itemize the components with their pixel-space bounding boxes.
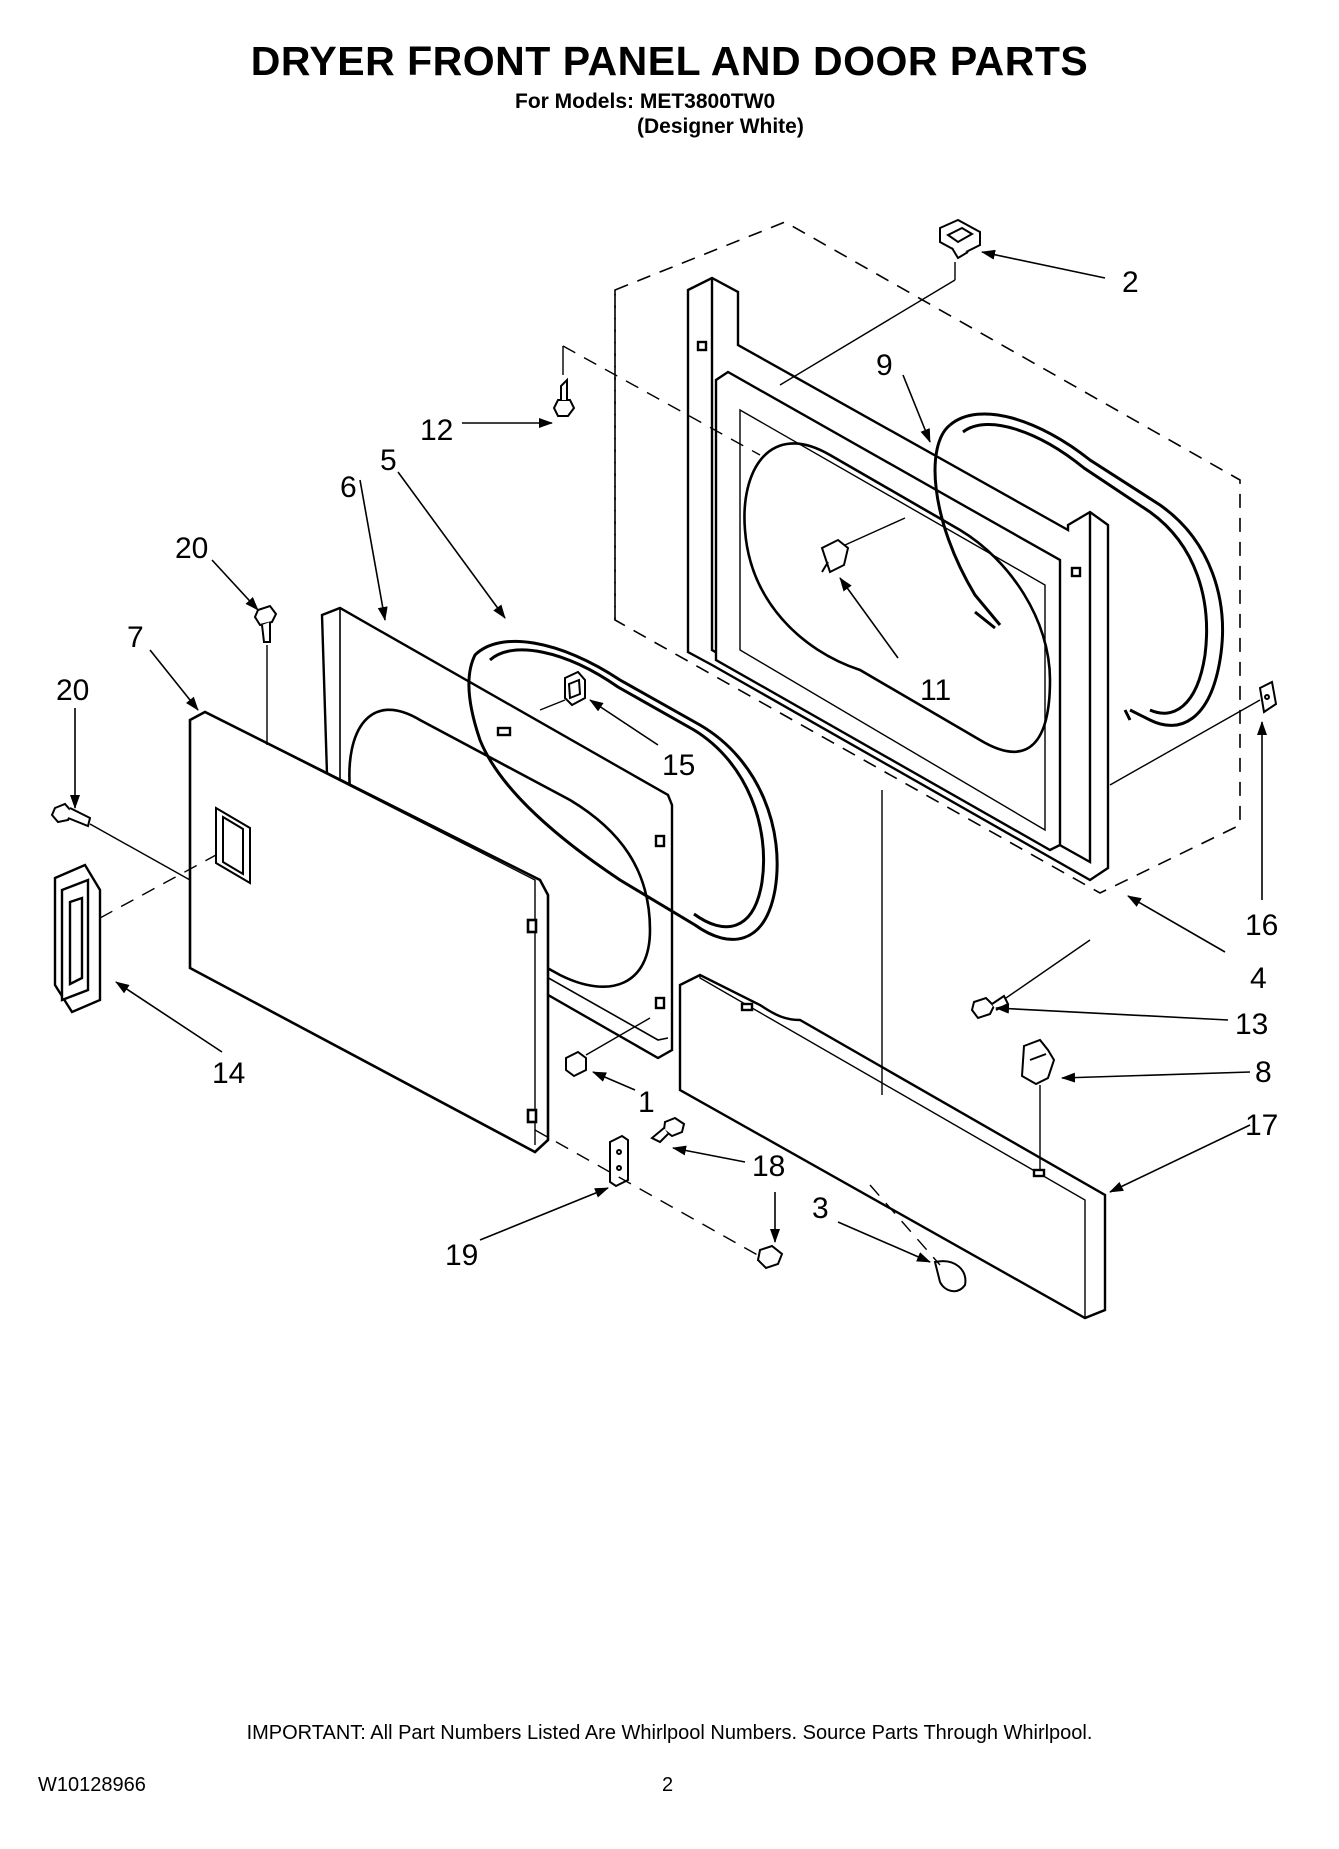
callout-7: 7 [127,621,144,654]
screw-20-left [50,802,92,828]
clip-16-line [1109,699,1261,786]
screw-20-left-line [89,823,191,881]
callout-labels: 2 9 12 5 6 20 7 20 11 15 16 4 13 8 17 1 … [56,266,1278,1272]
cabinet-outline [614,221,1241,894]
door-hinge [609,1134,629,1188]
toe-panel [678,973,1107,1320]
callout-9: 9 [876,349,893,382]
front-panel-frame [686,276,1110,882]
screw-13 [970,994,1010,1020]
door-stop [565,1050,587,1078]
outer-door [188,710,550,1154]
callout-4: 4 [1250,962,1267,995]
page-number: 2 [662,1774,674,1796]
document-number: W10128966 [38,1774,146,1796]
rear-gasket [933,412,1224,727]
callout-15: 14 [212,1057,245,1090]
callout-17: 17 [1245,1109,1278,1142]
callout-8: 8 [1255,1056,1272,1089]
door-handle [53,863,102,1014]
callout-11: 11 [920,674,951,707]
door-stop-line [585,1017,651,1056]
callout-18: 18 [752,1150,785,1183]
harness-line [869,1184,941,1266]
door-strike [820,538,850,574]
screw-20-top [253,604,278,643]
screw-18 [650,1116,686,1144]
screw-12-line-2 [562,345,761,456]
callout-16: 16 [1245,909,1278,942]
leader-arrows [70,249,1267,1263]
callout-19: 19 [445,1239,478,1272]
door-gasket [467,639,779,941]
callout-20-left: 20 [56,674,89,707]
callout-14: 15 [662,749,695,782]
callout-5: 5 [380,444,397,477]
callout-1: 1 [638,1086,655,1119]
important-note: IMPORTANT: All Part Numbers Listed Are W… [246,1722,1093,1744]
screw-12 [552,377,576,417]
callout-13: 13 [1235,1008,1268,1041]
latch-line [539,699,566,711]
page-title: DRYER FRONT PANEL AND DOOR PARTS [250,38,1089,84]
wire-harness [933,1260,967,1293]
callout-3: 3 [812,1192,829,1225]
screw-18b [756,1244,784,1270]
callout-2: 2 [1122,266,1139,299]
switch-connector-line-2 [779,279,956,386]
hinge-line [534,1129,771,1263]
handle-recess [215,806,251,885]
callout-20-top: 20 [175,532,208,565]
door-switch [939,218,981,260]
color-line: (Designer White) [637,115,804,138]
callout-6: 6 [340,471,357,504]
callout-12: 12 [420,414,453,447]
clip-16 [1258,680,1278,714]
screw-13-line [1005,939,1091,999]
models-line: For Models: MET3800TW0 [515,90,776,113]
strike-connector-line [844,517,906,546]
clip-8 [1020,1038,1056,1086]
door-latch [564,670,586,707]
